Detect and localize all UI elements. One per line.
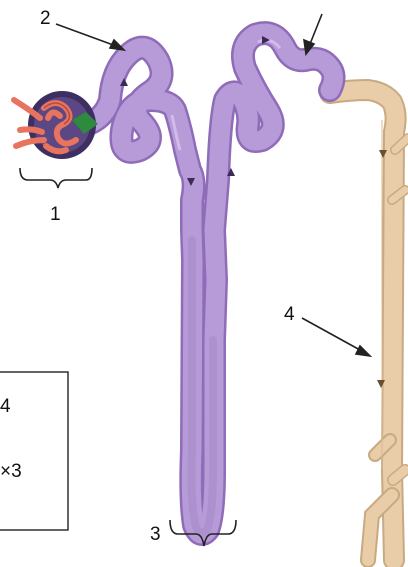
info-box-line-1: 4 [0, 396, 11, 417]
renal-tubule [86, 33, 387, 534]
collecting-duct [330, 90, 408, 560]
label-4: 4 [284, 304, 295, 325]
glomerulus [14, 91, 98, 159]
label-2: 2 [40, 8, 51, 29]
label-3: 3 [150, 524, 161, 545]
label-1: 1 [50, 204, 61, 225]
arrowhead-4 [356, 346, 370, 356]
info-box: 4 ×3 [0, 372, 68, 530]
bracket-1 [20, 168, 92, 188]
info-box-line-2: ×3 [0, 461, 22, 482]
